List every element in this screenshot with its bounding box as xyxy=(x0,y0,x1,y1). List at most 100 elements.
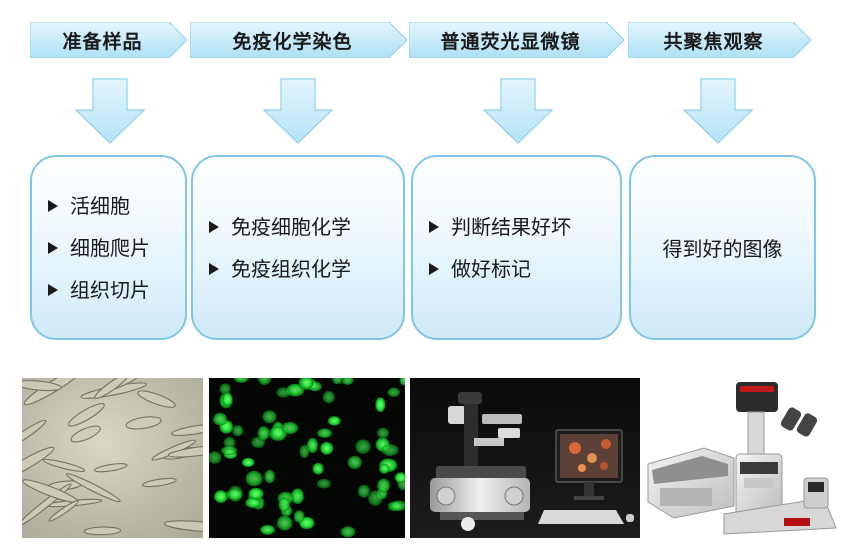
nucleus-shape xyxy=(307,437,318,453)
nucleus-shape xyxy=(379,463,390,474)
nucleus-shape xyxy=(262,410,277,424)
nucleus-shape xyxy=(368,490,383,506)
nucleus-shape xyxy=(298,378,314,390)
nucleus-shape xyxy=(232,425,244,437)
list-item: 免疫细胞化学 xyxy=(209,217,403,237)
nucleus-shape xyxy=(377,478,390,493)
arrow-bullet-icon xyxy=(48,199,58,212)
nucleus-shape xyxy=(248,487,264,500)
list-item: 做好标记 xyxy=(429,259,620,279)
cell-shape xyxy=(65,473,121,503)
cell-shape xyxy=(48,500,79,522)
arrow-bullet-icon xyxy=(209,262,219,275)
step-4-box: 得到好的图像 xyxy=(629,155,816,340)
step-2-header: 免疫化学染色 xyxy=(190,22,407,58)
chevron-shape xyxy=(190,22,407,58)
down-arrow-icon xyxy=(483,78,553,144)
cell-shape xyxy=(137,390,176,408)
step-4-title: 共聚焦观察 xyxy=(663,30,764,53)
nucleus-shape xyxy=(387,387,401,398)
nucleus-shape xyxy=(322,390,335,404)
step-4-text: 得到好的图像 xyxy=(662,237,783,261)
step-3-header: 普通荧光显微镜 xyxy=(409,22,624,58)
list-item: 活细胞 xyxy=(48,196,185,216)
nucleus-shape xyxy=(332,378,343,385)
fluorescent-cells-photo xyxy=(209,378,405,538)
confocal-microscope-photo xyxy=(644,378,840,538)
step-2-title: 免疫化学染色 xyxy=(232,30,353,53)
live-cells-photo xyxy=(22,378,203,538)
nucleus-shape xyxy=(257,378,272,385)
cell-shape xyxy=(93,463,128,473)
nucleus-shape xyxy=(213,412,228,426)
cell-shape xyxy=(70,425,101,443)
nucleus-shape xyxy=(317,428,333,438)
cell-shape xyxy=(163,520,203,533)
nucleus-shape xyxy=(399,378,405,386)
nucleus-shape xyxy=(257,426,270,441)
nucleus-shape xyxy=(209,451,222,464)
arrow-bullet-icon xyxy=(48,283,58,296)
nucleus-shape xyxy=(222,392,233,407)
nucleus-shape xyxy=(347,455,362,469)
nucleus-shape xyxy=(299,444,310,459)
cell-shape xyxy=(142,477,177,488)
nucleus-shape xyxy=(375,397,386,413)
nucleus-shape xyxy=(260,524,275,535)
cell-shape xyxy=(167,444,203,458)
step-2-box: 免疫细胞化学 免疫组织化学 xyxy=(191,155,405,340)
list-item: 判断结果好坏 xyxy=(429,217,620,237)
nucleus-shape xyxy=(381,444,399,456)
down-arrow-icon xyxy=(263,78,333,144)
step-1-box: 活细胞 细胞爬片 组织切片 xyxy=(30,155,187,340)
cell-shape xyxy=(125,416,162,430)
nucleus-shape xyxy=(221,445,238,456)
nucleus-shape xyxy=(227,485,243,502)
cell-shape xyxy=(94,378,129,400)
nucleus-shape xyxy=(327,416,341,426)
nucleus-shape xyxy=(223,436,236,449)
chevron-shape xyxy=(30,22,187,58)
cell-shape xyxy=(22,419,47,452)
nucleus-shape xyxy=(281,421,299,435)
nucleus-shape xyxy=(245,497,261,508)
step-1-title: 准备样品 xyxy=(62,30,143,53)
nucleus-shape xyxy=(276,515,293,531)
nucleus-shape xyxy=(389,500,405,512)
nucleus-shape xyxy=(357,484,370,498)
arrow-bullet-icon xyxy=(48,241,58,254)
nucleus-shape xyxy=(340,526,356,538)
step-3-title: 普通荧光显微镜 xyxy=(440,30,581,53)
chevron-shape xyxy=(628,22,811,58)
nucleus-shape xyxy=(394,472,405,483)
step-4-header: 共聚焦观察 xyxy=(628,22,811,58)
arrow-bullet-icon xyxy=(429,262,439,275)
nucleus-shape xyxy=(278,497,290,512)
cell-shape xyxy=(67,403,105,427)
nucleus-shape xyxy=(241,457,255,467)
nucleus-shape xyxy=(293,510,305,523)
nucleus-shape xyxy=(214,490,228,503)
step-3-box: 判断结果好坏 做好标记 xyxy=(411,155,622,340)
nucleus-shape xyxy=(286,383,305,397)
cell-shape xyxy=(171,423,203,437)
nucleus-shape xyxy=(233,378,249,383)
down-arrow-icon xyxy=(683,78,753,144)
nucleus-shape xyxy=(264,469,275,484)
nucleus-shape xyxy=(312,462,324,475)
nucleus-shape xyxy=(245,470,263,487)
cell-shape xyxy=(22,380,62,392)
nucleus-shape xyxy=(341,378,354,386)
nucleus-shape xyxy=(291,488,304,504)
list-item: 免疫组织化学 xyxy=(209,259,403,279)
nucleus-shape xyxy=(320,441,334,455)
nucleus-shape xyxy=(219,383,231,395)
cell-shape xyxy=(22,446,55,482)
step-1-header: 准备样品 xyxy=(30,22,187,58)
arrow-bullet-icon xyxy=(209,220,219,233)
fluorescence-microscope-photo xyxy=(410,378,640,538)
nucleus-shape xyxy=(276,387,291,398)
list-item: 组织切片 xyxy=(48,280,185,300)
nucleus-shape xyxy=(316,478,331,489)
